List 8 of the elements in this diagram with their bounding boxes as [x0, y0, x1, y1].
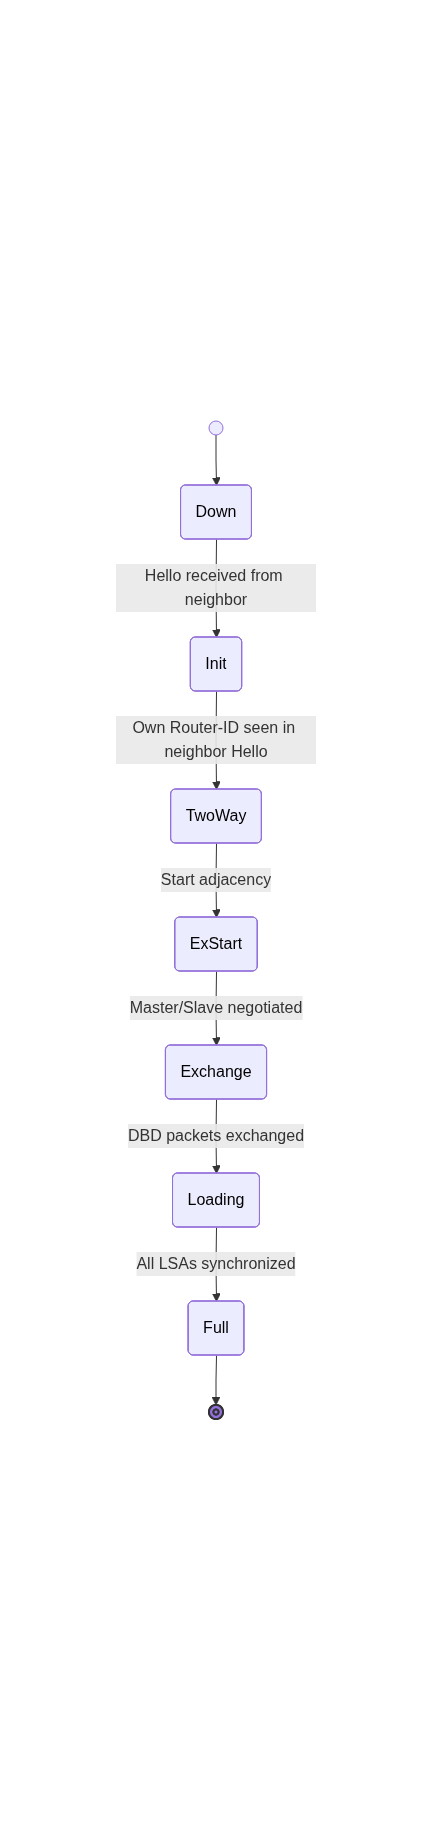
- edge-label: Start adjacency: [160, 871, 272, 888]
- edge-label: Master/Slave negotiated: [129, 999, 303, 1016]
- edge-label: Own Router-ID seen in neighbor Hello: [132, 719, 296, 760]
- edge-label: DBD packets exchanged: [127, 1127, 305, 1144]
- edge-label: All LSAs synchronized: [136, 1255, 296, 1272]
- edge-label: Hello received from neighbor: [144, 567, 283, 608]
- arrow: [211, 434, 221, 486]
- node-circle: [208, 420, 224, 436]
